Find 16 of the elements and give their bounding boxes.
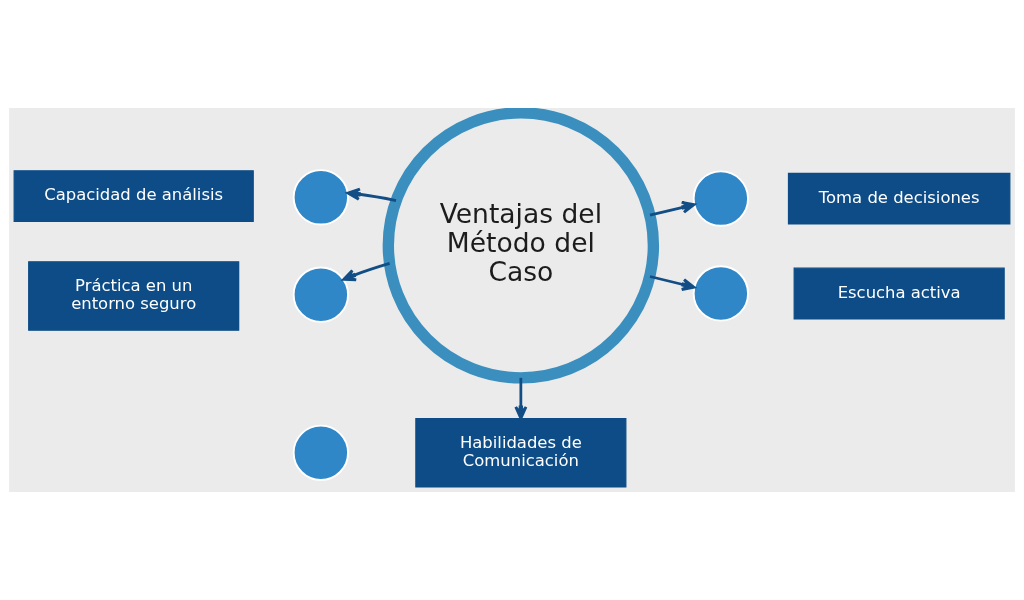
arrow	[342, 262, 390, 282]
node-circle	[692, 170, 749, 227]
node-circle	[692, 265, 749, 322]
node-circle	[292, 169, 349, 226]
node-circle	[292, 266, 349, 323]
arrow	[514, 377, 528, 420]
node-box: Capacidad de análisis	[13, 170, 254, 222]
node-box: Práctica en un entorno seguro	[28, 261, 240, 331]
node-circle: Ventajas del Método del Caso	[382, 108, 660, 384]
node-circle	[292, 424, 349, 481]
arrow	[649, 275, 696, 291]
node-box: Escucha activa	[793, 267, 1005, 320]
arrow	[649, 200, 696, 217]
arrow	[346, 187, 397, 202]
node-box: Toma de decisiones	[787, 172, 1011, 225]
node-box: Habilidades de Comunicación	[415, 418, 627, 488]
